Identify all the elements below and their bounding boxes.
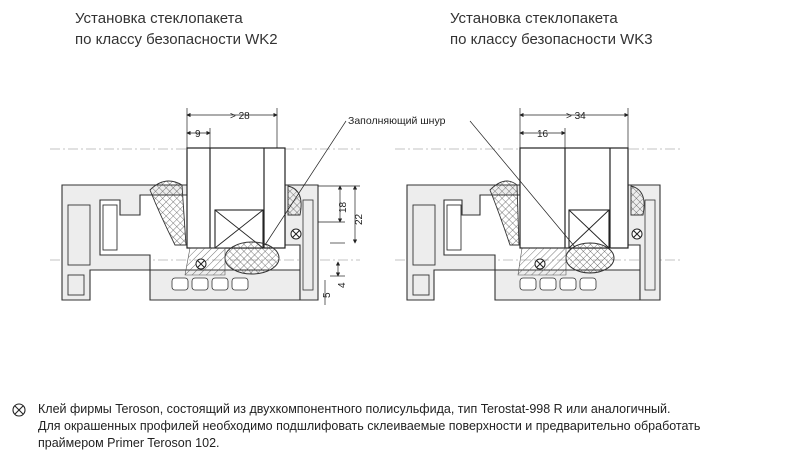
glass-unit-wk2 [186, 147, 286, 249]
filler-cord-wk2 [224, 241, 280, 275]
dim-right-16: 16 [537, 129, 549, 140]
filler-cord-wk3 [565, 242, 615, 274]
note-line2: Для окрашенных профилей необходимо подшл… [38, 419, 701, 433]
title-wk2: Установка стеклопакета по классу безопас… [75, 8, 278, 50]
dim-right-34: > 34 [566, 111, 586, 122]
dimensions-wk2 [186, 108, 360, 305]
dim-left-22: 22 [354, 213, 365, 225]
dim-left-5: 5 [322, 292, 333, 298]
glazing-bead-seal-wk2 [149, 180, 187, 246]
frame-profile-wk2 [61, 184, 319, 301]
dim-left-18: 18 [338, 201, 349, 213]
dimensions-wk3 [519, 108, 629, 148]
dim-left-9: 9 [195, 129, 201, 140]
callout-label: Заполняющий шнур [348, 115, 446, 127]
section-drawing: > 28 9 18 22 4 5 [50, 108, 680, 305]
glazing-bead-seal-wk3 [489, 180, 520, 246]
section-wk3: > 34 16 [395, 108, 680, 301]
note-line1: Клей фирмы Teroson, состоящий из двухком… [38, 402, 671, 416]
adhesive-note: Клей фирмы Teroson, состоящий из двухком… [38, 401, 700, 452]
title-wk2-line2: по классу безопасности WK2 [75, 31, 278, 48]
glass-unit-wk3 [519, 147, 629, 249]
title-wk3-line2: по классу безопасности WK3 [450, 31, 653, 48]
inner-seal-wk3 [630, 185, 645, 216]
title-wk3: Установка стеклопакета по классу безопас… [450, 8, 653, 50]
dim-left-4: 4 [337, 282, 348, 288]
title-wk2-line1: Установка стеклопакета [75, 10, 243, 27]
inner-seal-wk2 [287, 185, 302, 216]
dim-left-28: > 28 [230, 111, 250, 122]
callout-filler-cord: Заполняющий шнур [264, 115, 576, 248]
title-wk3-line1: Установка стеклопакета [450, 10, 618, 27]
circle-x-icon [12, 403, 26, 417]
note-line3: праймером Primer Teroson 102. [38, 436, 220, 450]
section-wk2: > 28 9 18 22 4 5 [50, 108, 365, 305]
